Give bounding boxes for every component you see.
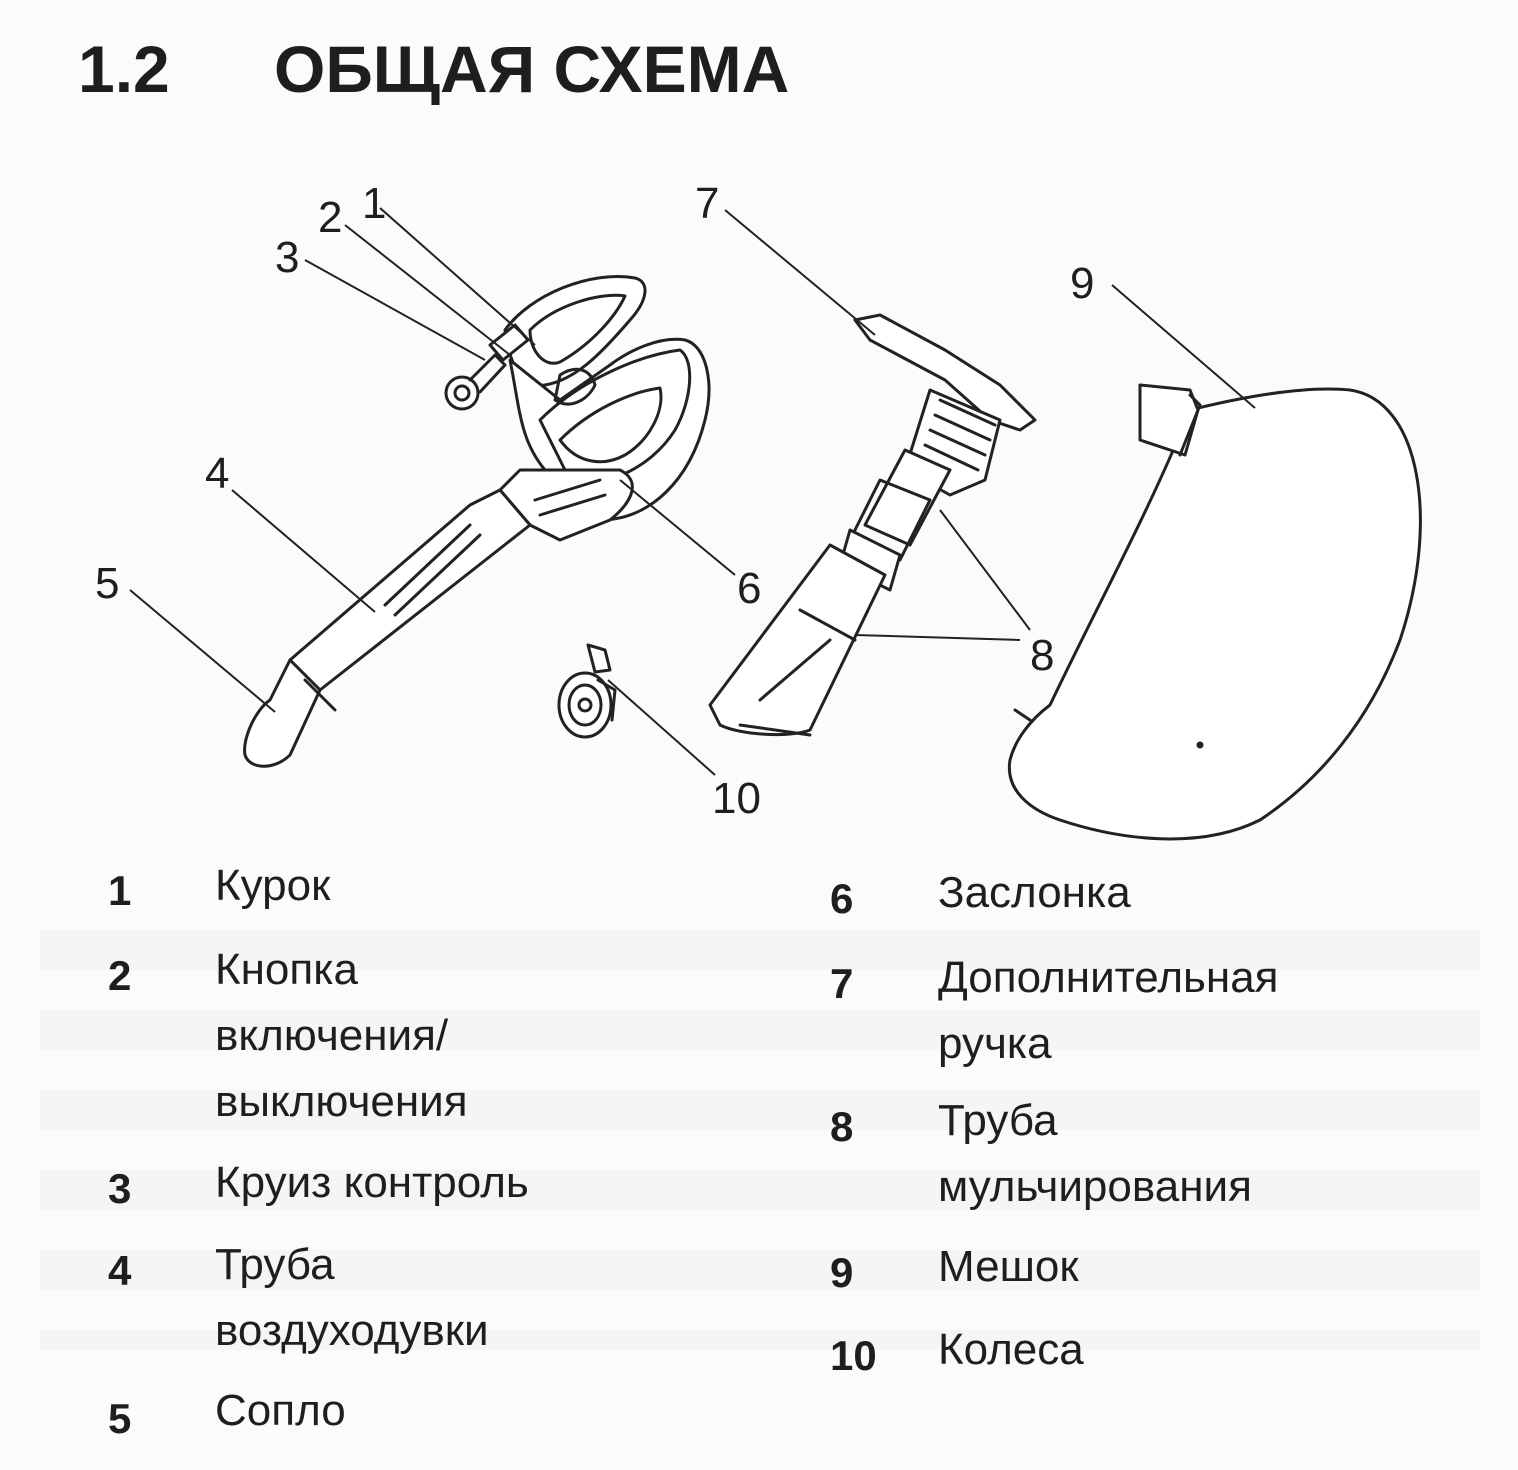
callout-8: 8 [1030, 631, 1054, 680]
legend-label: Сопло [215, 1386, 346, 1435]
blower-diagram: 1 2 3 4 5 6 7 8 9 10 [95, 179, 1422, 841]
callout-2: 2 [318, 193, 342, 242]
section-number: 1.2 [78, 32, 170, 106]
callout-1: 1 [362, 179, 386, 228]
callout-10: 10 [712, 774, 761, 823]
legend-number: 3 [108, 1165, 132, 1212]
bag-drawing [1007, 383, 1422, 841]
legend-label: Круиз контроль [215, 1158, 529, 1207]
legend-number: 5 [108, 1395, 132, 1442]
callout-7: 7 [695, 179, 719, 228]
legend-number: 2 [108, 952, 132, 999]
blower-body-drawing [243, 275, 711, 768]
legend-number: 9 [830, 1249, 854, 1296]
section-title: ОБЩАЯ СХЕМА [274, 32, 790, 106]
legend-number: 4 [108, 1247, 132, 1294]
legend-label: Труба мульчирования [938, 1096, 1252, 1211]
callout-4: 4 [205, 449, 229, 498]
mulching-tube-drawing [708, 313, 1037, 737]
callout-6: 6 [737, 564, 761, 613]
legend-number: 6 [830, 875, 854, 922]
leader-lines [129, 207, 1256, 776]
wheel-drawing [557, 643, 617, 739]
legend-number: 10 [830, 1332, 877, 1379]
legend-label: Заслонка [938, 868, 1131, 917]
legend-label: Мешок [938, 1242, 1079, 1291]
callout-9: 9 [1070, 259, 1094, 308]
legend-number: 7 [830, 960, 854, 1007]
callout-5: 5 [95, 559, 119, 608]
legend-label: Кнопка включения/ выключения [215, 945, 468, 1126]
legend-number: 8 [830, 1103, 854, 1150]
legend-number: 1 [108, 867, 132, 914]
callout-3: 3 [275, 233, 299, 282]
callout-numbers: 1 2 3 4 5 6 7 8 9 10 [95, 179, 1094, 823]
legend-label: Колеса [938, 1325, 1084, 1374]
legend-label: Труба воздуходувки [215, 1240, 489, 1355]
legend-label: Курок [215, 861, 331, 910]
legend-label: Дополнительная ручка [938, 953, 1279, 1068]
